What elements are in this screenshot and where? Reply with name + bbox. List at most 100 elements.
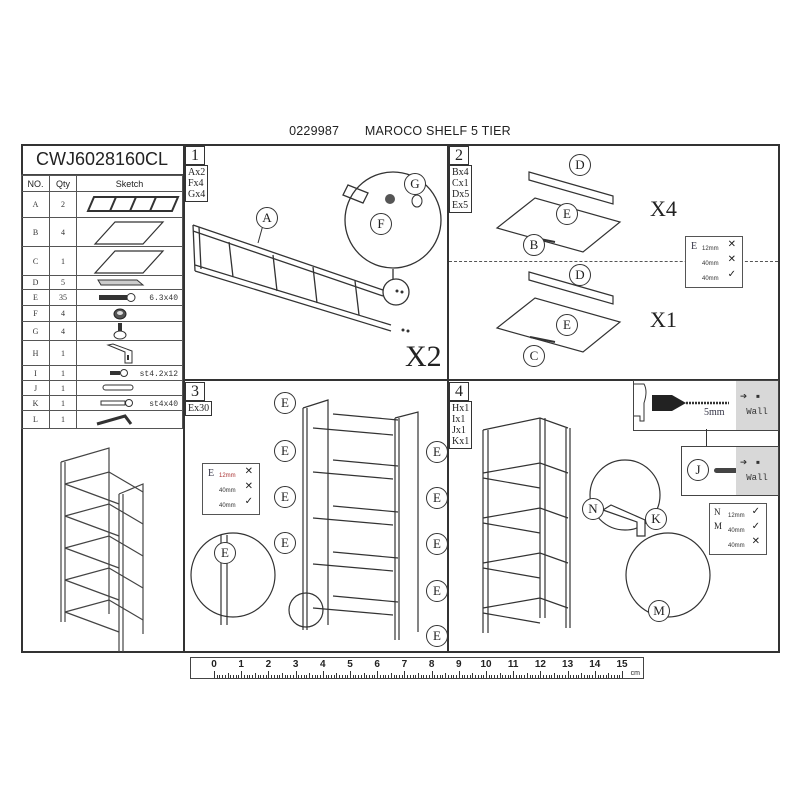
ruler-tick bbox=[594, 671, 596, 678]
part-qty: 1 bbox=[49, 340, 77, 366]
ruler-tick bbox=[393, 675, 395, 678]
part-qty: 1 bbox=[49, 365, 77, 381]
ruler-tick bbox=[426, 675, 428, 678]
part-no: E bbox=[21, 289, 50, 306]
ruler-tick bbox=[472, 673, 474, 678]
sketch-nut-cap bbox=[76, 305, 183, 322]
callout-E: E bbox=[274, 392, 296, 414]
table-row: I 1 st4.2x12 bbox=[21, 365, 183, 381]
ruler-tick bbox=[284, 675, 286, 678]
callout-E: E bbox=[274, 440, 296, 462]
step-number: 3 bbox=[185, 382, 205, 401]
ruler-tick bbox=[573, 675, 575, 678]
model-code: CWJ6028160CL bbox=[21, 144, 183, 175]
callout-J: J bbox=[687, 459, 709, 481]
ruler-tick bbox=[401, 675, 403, 678]
mark-icon: ✓ bbox=[727, 269, 736, 280]
ruler-tick bbox=[265, 675, 267, 678]
part-qty: 4 bbox=[49, 217, 77, 247]
ruler-number: 10 bbox=[480, 659, 492, 670]
col-sketch: Sketch bbox=[76, 175, 183, 192]
part-no: D bbox=[21, 275, 50, 290]
sketch-allen-key bbox=[76, 410, 183, 429]
ruler-tick bbox=[469, 675, 471, 678]
ruler-tick bbox=[341, 675, 343, 678]
col-qty: Qty bbox=[49, 175, 77, 192]
callout-E: E bbox=[426, 441, 448, 463]
size-label: 40mm bbox=[728, 543, 745, 549]
part-count: Ax2 bbox=[188, 167, 206, 178]
ruler-tick bbox=[333, 675, 335, 678]
bolt-size-legend: E 12mm✕ 40mm✕ 40mm✓ bbox=[202, 463, 260, 515]
product-name: MAROCO SHELF 5 TIER bbox=[364, 124, 511, 138]
ruler-tick bbox=[551, 675, 553, 678]
part-count: Ix1 bbox=[452, 414, 466, 425]
legend-row: 40mm✕ bbox=[700, 254, 736, 268]
ruler-tick bbox=[605, 675, 607, 678]
ruler-tick bbox=[567, 671, 569, 678]
step-parts: Hx1 Ix1 Jx1 Kx1 bbox=[449, 401, 473, 449]
part-no: H bbox=[21, 340, 50, 366]
sub-multiplier: X4 bbox=[650, 196, 677, 221]
callout-D: D bbox=[569, 154, 591, 176]
ruler-tick bbox=[570, 675, 572, 678]
callout-D: D bbox=[569, 264, 591, 286]
ruler-tick bbox=[611, 675, 613, 678]
ruler-tick bbox=[420, 675, 422, 678]
ruler-tick bbox=[581, 673, 583, 678]
part-no: B bbox=[21, 217, 50, 247]
table-row: A 2 bbox=[21, 191, 183, 218]
ruler-tick bbox=[276, 675, 278, 678]
part-count: Hx1 bbox=[452, 403, 470, 414]
wall-label: Wall bbox=[746, 473, 768, 483]
callout-E: E bbox=[274, 486, 296, 508]
ruler-tick bbox=[320, 675, 322, 678]
callout-K: K bbox=[645, 508, 667, 530]
part-no: G bbox=[21, 321, 50, 341]
part-count: Jx1 bbox=[452, 425, 466, 436]
mark-icon: ✕ bbox=[244, 466, 253, 477]
ruler-tick bbox=[398, 675, 400, 678]
drill-size: 5mm bbox=[704, 407, 725, 418]
ruler-tick bbox=[423, 675, 425, 678]
size-label: 12mm bbox=[728, 513, 745, 519]
ruler-tick bbox=[540, 671, 542, 678]
part-count: Ex5 bbox=[452, 200, 469, 211]
ruler-tick bbox=[431, 671, 433, 678]
ruler-tick bbox=[513, 671, 515, 678]
shelf-frame-drawing bbox=[190, 399, 419, 640]
ruler-tick bbox=[619, 675, 621, 678]
ruler-tick bbox=[385, 675, 387, 678]
part-spec: st4.2x12 bbox=[139, 370, 178, 379]
ruler-tick bbox=[246, 675, 248, 678]
mark-icon: ✕ bbox=[727, 254, 736, 265]
ruler-tick bbox=[328, 675, 330, 678]
ruler-tick bbox=[510, 675, 512, 678]
divider bbox=[183, 379, 778, 381]
wall-plug-panel: J ➔ ▪ Wall bbox=[681, 446, 779, 496]
ruler-tick bbox=[583, 675, 585, 678]
wall-label: Wall bbox=[746, 407, 768, 417]
ruler-number: 3 bbox=[292, 659, 299, 670]
table-row: D 5 bbox=[21, 275, 183, 290]
ruler-tick bbox=[412, 675, 414, 678]
divider bbox=[183, 144, 185, 651]
ruler-tick bbox=[537, 675, 539, 678]
ruler-tick bbox=[355, 675, 357, 678]
callout-E: E bbox=[214, 542, 236, 564]
ruler-tick bbox=[371, 675, 373, 678]
step-number: 1 bbox=[185, 146, 205, 165]
part-qty: 4 bbox=[49, 321, 77, 341]
parts-table: NO. Qty Sketch A 2 B 4 C bbox=[21, 175, 183, 429]
ruler-tick bbox=[306, 675, 308, 678]
legend-row: 40mm✕ bbox=[728, 536, 760, 550]
step-parts: Ex30 bbox=[185, 401, 213, 416]
size-label: 40mm bbox=[702, 276, 719, 282]
ruler-number: 8 bbox=[428, 659, 435, 670]
ruler-number: 2 bbox=[265, 659, 272, 670]
table-row: G 4 bbox=[21, 321, 183, 341]
ruler-tick bbox=[230, 675, 232, 678]
ruler-tick bbox=[254, 673, 256, 678]
assembled-shelf-drawing bbox=[482, 417, 571, 633]
